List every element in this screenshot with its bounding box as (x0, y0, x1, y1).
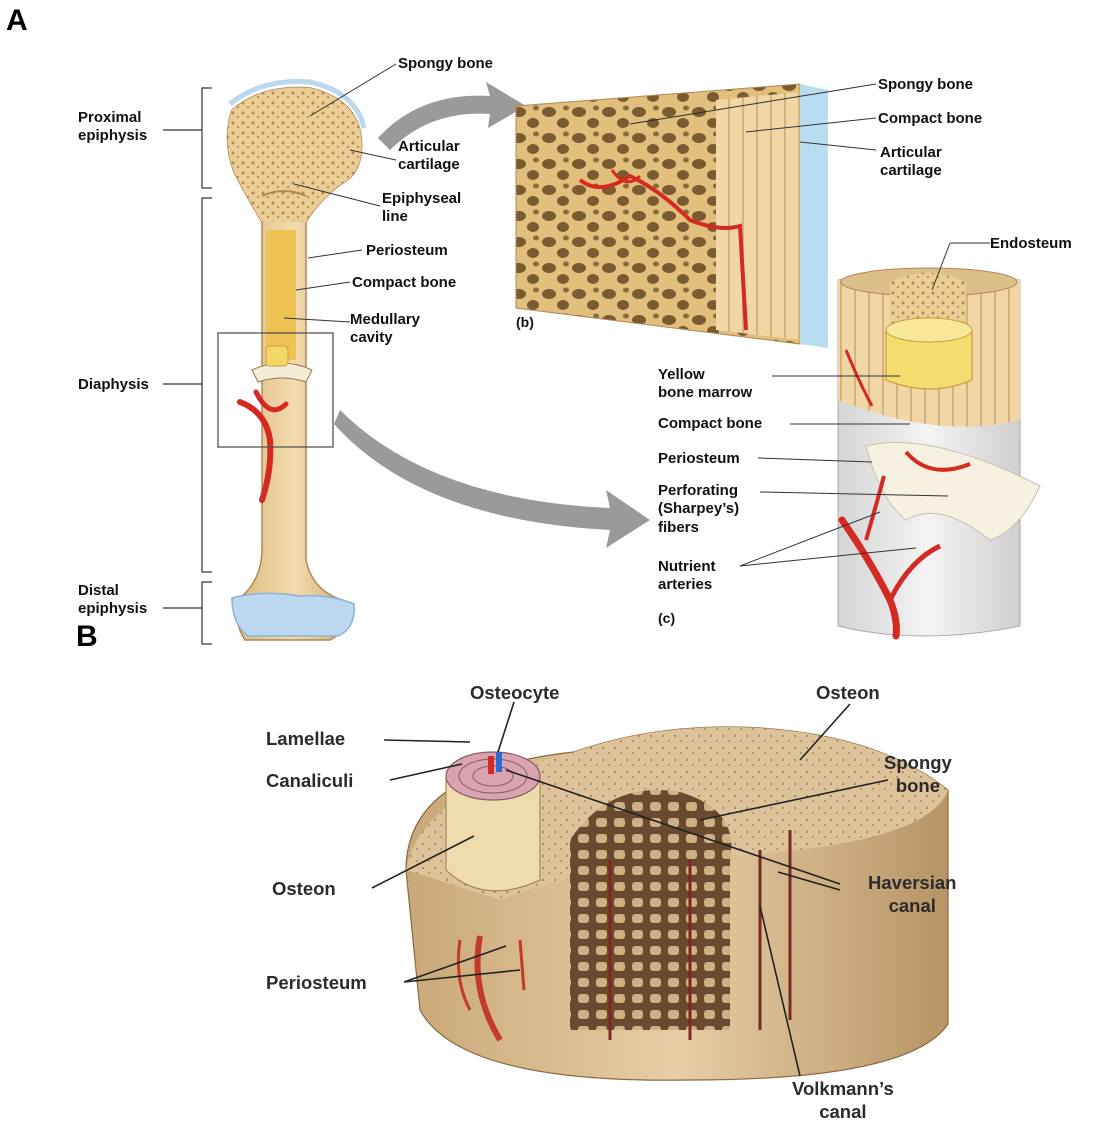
label-epiphyseal-line: Epiphyseal line (382, 190, 461, 227)
medullary-cavity (266, 230, 296, 360)
yellow-marrow-core (266, 346, 288, 366)
label-spongy-bone: Spongy bone (398, 55, 493, 73)
label-lamellae: Lamellae (266, 728, 345, 751)
long-bone (218, 81, 364, 640)
label-spongy-bone-b: Spongy bone (884, 752, 952, 797)
spongy-bone-core (570, 790, 731, 1030)
label-periosteum: Periosteum (366, 242, 448, 260)
distal-articular-cartilage (232, 593, 354, 636)
label-osteocyte: Osteocyte (470, 682, 559, 705)
arrow-to-shaft-detail (334, 410, 650, 548)
label-shaft-periosteum: Periosteum (658, 450, 740, 468)
region-brackets (163, 88, 212, 644)
panel-label-b: B (76, 620, 98, 654)
epiphysis-spongy-region (227, 87, 361, 222)
label-osteon: Osteon (272, 878, 336, 901)
subfigure-label-b: (b) (516, 314, 534, 330)
label-yellow-bone-marrow: Yellow bone marrow (658, 366, 752, 403)
label-perforating-fibers: Perforating (Sharpey’s) fibers (658, 482, 739, 537)
label-canaliculi: Canaliculi (266, 770, 353, 793)
shaft-section-block (838, 268, 1040, 636)
label-distal-epiphysis: Distal epiphysis (78, 582, 147, 619)
label-proximal-epiphysis: Proximal epiphysis (78, 109, 147, 146)
label-nutrient-arteries: Nutrient arteries (658, 558, 716, 595)
label-articular-cartilage: Articular cartilage (398, 138, 460, 175)
label-osteon-top: Osteon (816, 682, 880, 705)
osteon-cylinder (446, 752, 540, 891)
label-detail-articular-cartilage: Articular cartilage (880, 144, 942, 181)
spongy-bone-block (516, 84, 828, 348)
label-detail-spongy-bone: Spongy bone (878, 76, 973, 94)
label-compact-bone: Compact bone (352, 274, 456, 292)
label-volkmanns-canal: Volkmann’s canal (792, 1078, 894, 1123)
label-medullary-cavity: Medullary cavity (350, 311, 420, 348)
label-shaft-compact-bone: Compact bone (658, 415, 762, 433)
panel-label-a: A (6, 4, 28, 38)
subfigure-label-c: (c) (658, 610, 675, 626)
label-endosteum: Endosteum (990, 235, 1072, 253)
label-diaphysis: Diaphysis (78, 376, 149, 394)
label-detail-compact-bone: Compact bone (878, 110, 982, 128)
label-haversian-canal: Haversian canal (868, 872, 956, 917)
label-periosteum-b: Periosteum (266, 972, 367, 995)
